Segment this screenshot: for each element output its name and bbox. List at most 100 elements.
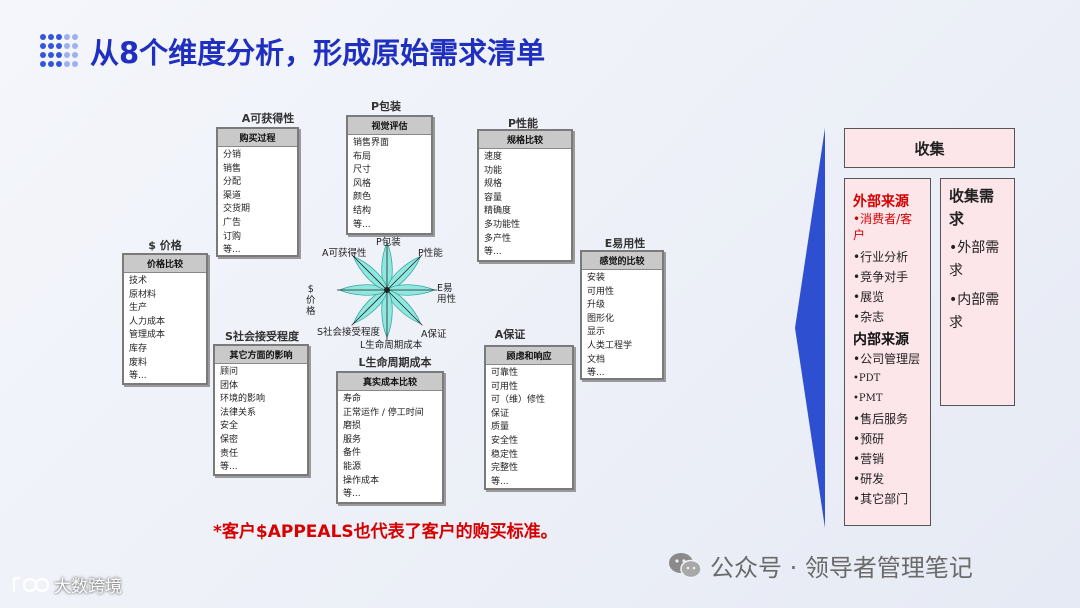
dim-item: 安全 (220, 421, 239, 432)
watermark-account: 公众号 · 领导者管理笔记 (668, 548, 973, 583)
dim-item: 法律关系 (220, 407, 257, 418)
dim-item-list: 寿命正常运作 / 停工时间磨损服务备件能源操作成本等... (338, 391, 442, 502)
dim-label-p-pack: P包装 (370, 100, 402, 113)
dim-box-header: 购买过程 (218, 129, 297, 147)
dim-item: 容量 (484, 192, 503, 203)
dim-item-list: 顾问团体环境的影响法律关系安全保密责任等... (215, 364, 307, 474)
dim-item: 操作成本 (343, 475, 380, 486)
brand-logo-icon (12, 576, 50, 592)
dim-item: 生产 (129, 303, 148, 314)
dim-box-header: 视觉评估 (348, 117, 431, 135)
star-label-top-left: A可获得性 (322, 248, 367, 259)
star-label-left: $ 价 格 (306, 284, 316, 317)
dim-item: 图形化 (587, 313, 615, 324)
dim-label-s-social: S社会接受程度 (225, 330, 299, 343)
dim-item: 等... (484, 247, 502, 258)
dim-box-a-avail: 购买过程 分销销售分配渠道交货期广告订购等... (216, 127, 299, 257)
dim-item: 稳定性 (491, 449, 519, 460)
dim-item: 多功能性 (484, 219, 521, 230)
dim-item: 尺寸 (353, 165, 372, 176)
dim-item: 显示 (587, 327, 606, 338)
dim-item: 技术 (129, 276, 148, 286)
external-source-list: •行业分析•竞争对手•展览•杂志 (853, 247, 924, 327)
dim-item-list: 销售界面布局尺寸风格颜色结构等... (348, 135, 431, 233)
dim-item: 速度 (484, 152, 503, 162)
dim-item: 等... (587, 368, 605, 379)
external-source-item: •行业分析 (853, 250, 909, 264)
star-label-top-right: P性能 (418, 248, 443, 259)
dim-item: 分销 (223, 150, 242, 160)
dim-item: 质量 (491, 422, 510, 433)
dim-item: 责任 (220, 448, 239, 459)
star-label-right: E易 用性 (437, 283, 457, 305)
dim-box-p-perf: 规格比较 速度功能规格容量精确度多功能性多产性等... (477, 129, 573, 262)
dim-item: 环境的影响 (220, 394, 266, 405)
dim-item: 布局 (353, 151, 372, 162)
star-axis (386, 289, 423, 326)
dim-box-price: 价格比较 技术原材料生产人力成本管理成本库存废料等... (122, 253, 208, 385)
dim-box-p-pack: 视觉评估 销售界面布局尺寸风格颜色结构等... (346, 115, 433, 235)
dim-box-e-ease: 感觉的比较 安装可用性升级图形化显示人类工程学文档等... (580, 250, 664, 380)
dim-item-list: 技术原材料生产人力成本管理成本库存废料等... (124, 273, 206, 383)
internal-source-item: •PMT (853, 393, 883, 404)
dim-box-header: 其它方面的影响 (215, 346, 307, 364)
dim-item: 功能 (484, 165, 503, 176)
external-source-highlight: •消费者/客户 (853, 212, 913, 242)
collect-needs-box: 收集需求 •外部需求•内部需求 (940, 178, 1015, 406)
star-axis (386, 254, 423, 291)
dim-label-p-perf: P性能 (507, 117, 539, 130)
star-label-top: P包装 (376, 237, 401, 248)
dim-item: 等... (353, 219, 371, 230)
dim-item: 可用性 (587, 286, 615, 297)
dim-item: 可用性 (491, 381, 519, 392)
dim-label-a-assure: A保证 (494, 328, 526, 341)
internal-source-list: •公司管理层•PDT•PMT•售后服务•预研•营销•研发•其它部门 (853, 349, 924, 509)
star-axis (351, 289, 388, 326)
dim-item: 可靠性 (491, 368, 519, 378)
dim-item: 升级 (587, 300, 606, 311)
star-diagram (337, 240, 437, 340)
collect-needs-list: •外部需求•内部需求 (949, 237, 1006, 335)
dim-item-list: 安装可用性升级图形化显示人类工程学文档等... (582, 270, 662, 379)
dim-item: 库存 (129, 343, 148, 354)
dim-item: 磨损 (343, 421, 362, 432)
internal-source-item: •营销 (853, 452, 885, 466)
internal-source-item: •其它部门 (853, 492, 909, 506)
dim-item: 分配 (223, 177, 242, 188)
dim-item: 等... (129, 371, 147, 382)
internal-source-item: •售后服务 (853, 412, 909, 426)
watermark-brand-text: 大数跨境 (54, 577, 122, 597)
dim-item: 销售界面 (353, 138, 390, 148)
dim-item-list: 可靠性可用性可（维）修性保证质量安全性稳定性完整性等... (486, 365, 572, 488)
dim-item: 等... (491, 476, 509, 487)
dim-item: 废料 (129, 357, 148, 368)
collect-needs-item: •外部需求 (949, 240, 1000, 279)
dim-item: 广告 (223, 217, 242, 228)
star-center (384, 287, 390, 293)
dim-item: 人类工程学 (587, 340, 633, 351)
internal-source-item: •公司管理层 (853, 352, 921, 366)
dim-item: 结构 (353, 205, 372, 216)
title-decoration-dots (40, 34, 78, 68)
dim-item: 能源 (343, 461, 362, 472)
dim-item: 服务 (343, 434, 362, 445)
dim-box-s-social: 其它方面的影响 顾问团体环境的影响法律关系安全保密责任等... (213, 344, 309, 476)
dim-item: 等... (223, 245, 241, 256)
dim-item: 销售 (223, 163, 242, 174)
dim-item: 精确度 (484, 206, 512, 217)
dim-item: 订购 (223, 231, 242, 242)
dim-item: 多产性 (484, 233, 512, 244)
page-title: 从8个维度分析，形成原始需求清单 (90, 36, 546, 70)
collect-needs-title: 收集需求 (949, 187, 995, 228)
dim-item: 完整性 (491, 463, 519, 474)
appeals-note: *客户$APPEALS也代表了客户的购买标准。 (213, 522, 558, 542)
external-source-title: 外部来源 (853, 194, 909, 210)
dim-box-header: 真实成本比较 (338, 373, 442, 391)
dim-item: 等... (220, 462, 238, 473)
dim-item-list: 分销销售分配渠道交货期广告订购等... (218, 147, 297, 256)
dim-item: 可（维）修性 (491, 395, 546, 406)
dim-box-l-life: 真实成本比较 寿命正常运作 / 停工时间磨损服务备件能源操作成本等... (336, 371, 444, 504)
dim-item: 等... (343, 489, 361, 500)
external-source-item: •竞争对手 (853, 270, 909, 284)
star-petals (337, 240, 437, 340)
